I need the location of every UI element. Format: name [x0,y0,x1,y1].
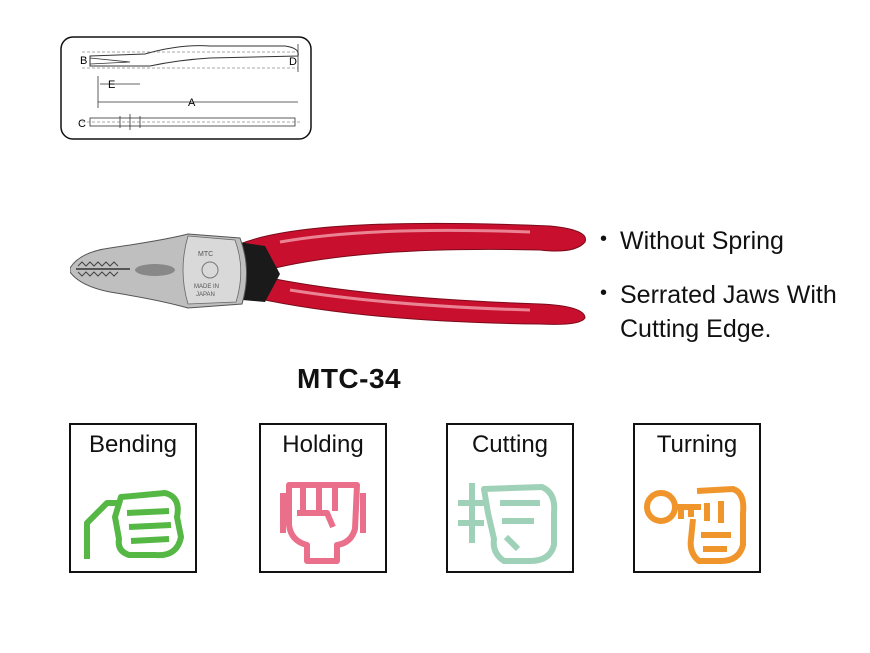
use-label: Holding [282,431,364,458]
holding-fist-icon [280,482,366,564]
use-label: Bending [88,431,178,458]
bending-hand-icon [84,490,184,559]
dim-label-e: E [108,79,115,91]
feature-text: Serrated Jaws With Cutting Edge. [620,281,837,343]
bullet-icon: • [600,228,608,250]
feature-text: Without Spring [620,227,784,255]
cutting-hand-icon [458,483,558,564]
bullet-icon: • [600,282,608,304]
dimension-diagram: B D E A C [60,36,312,140]
dim-label-d: D [289,56,297,68]
use-label: Cutting [471,431,549,458]
dim-label-b: B [80,55,87,67]
use-card-turning: Turning [633,423,761,573]
use-card-holding: Holding [259,423,387,573]
dim-label-a: A [188,97,196,109]
use-label: Turning [656,431,738,458]
use-card-bending: Bending [69,423,197,573]
feature-list: • Without Spring • Serrated Jaws With Cutt… [598,224,858,366]
turning-key-icon [644,486,747,564]
model-number: MTC-34 [297,363,402,394]
stamp-made-in: MADE IN [194,284,219,290]
stamp-country: JAPAN [196,292,215,298]
pliers-image: MTC MADE IN JAPAN [70,222,587,325]
feature-item: • Without Spring [598,224,858,258]
dim-label-c: C [78,118,86,130]
feature-item: • Serrated Jaws With Cutting Edge. [598,278,858,346]
stamp-brand: MTC [198,251,213,258]
use-card-cutting: Cutting [446,423,574,573]
